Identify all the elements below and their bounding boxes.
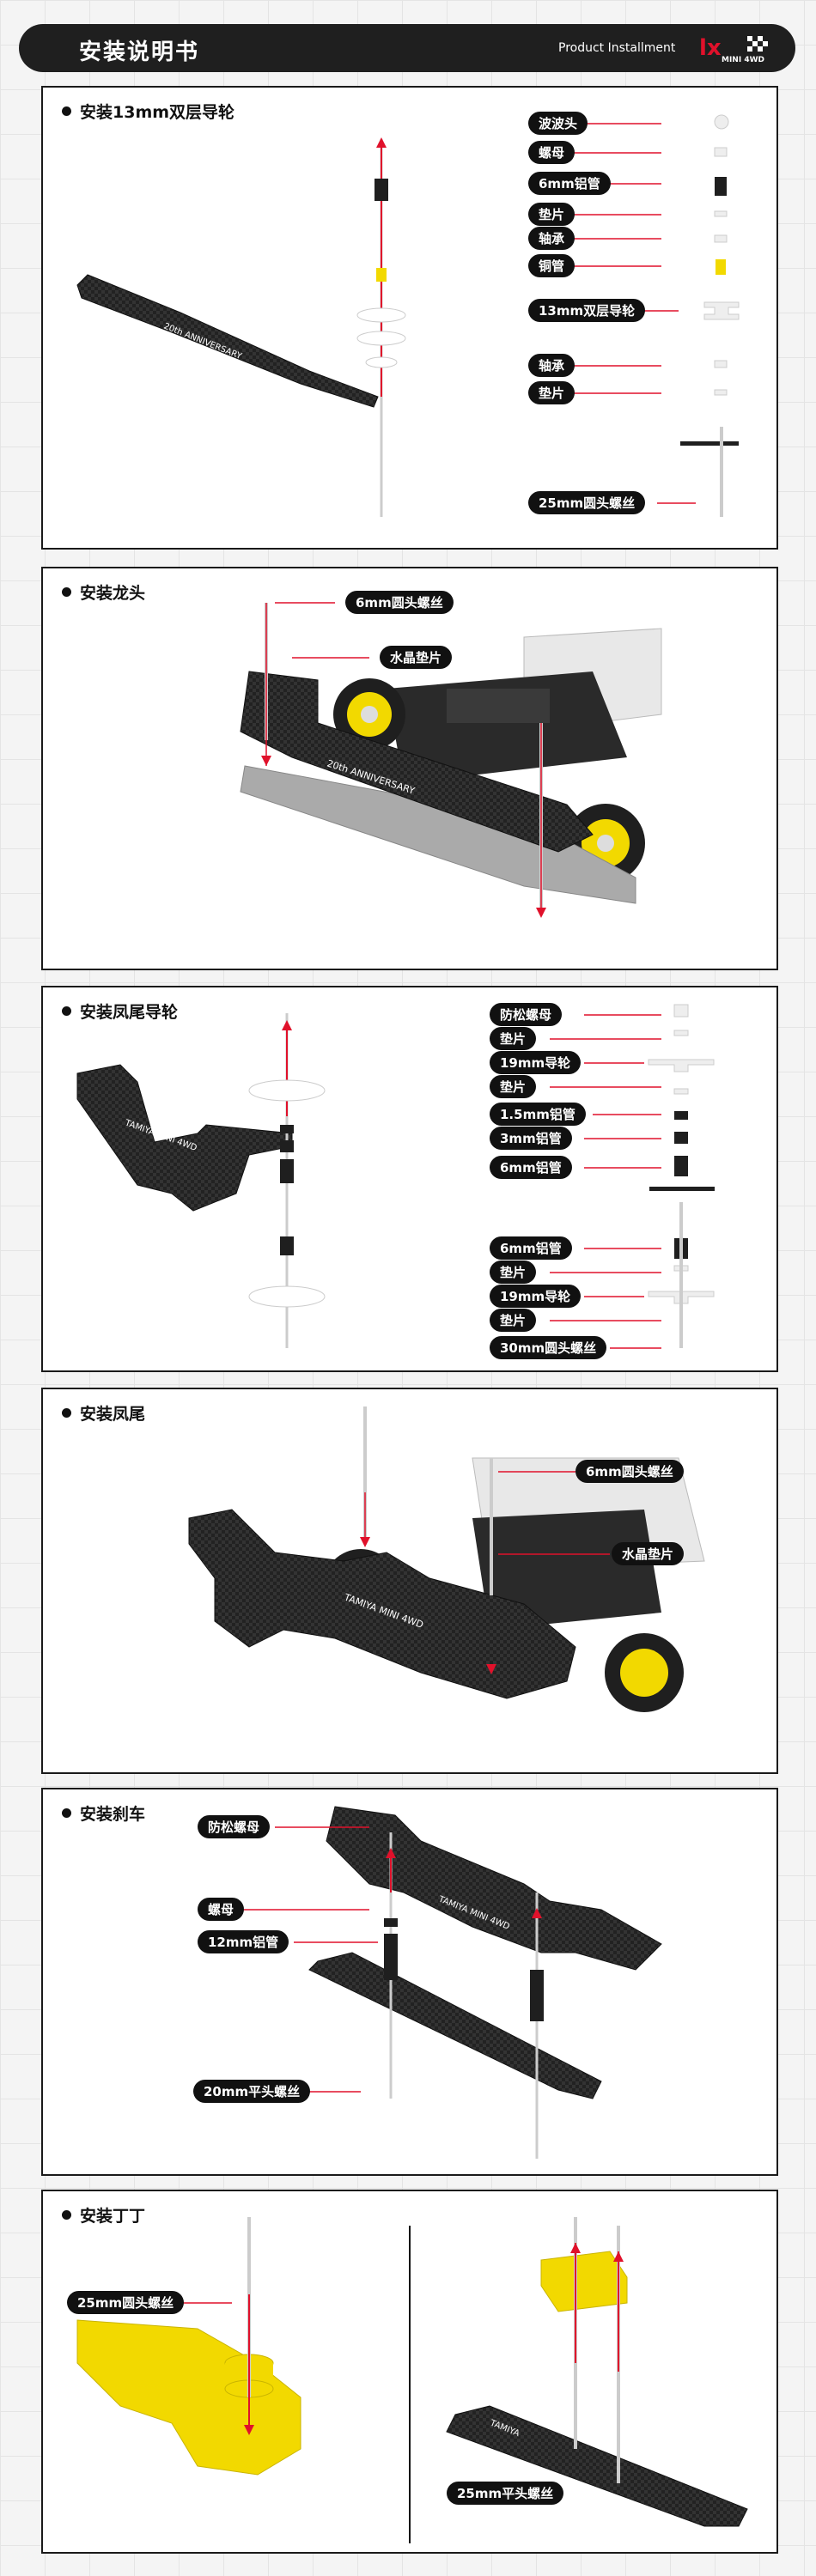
part-label: 垫片 — [490, 1261, 537, 1284]
part-label: 30mm圆头螺丝 — [490, 1336, 607, 1359]
part-label: 19mm导轮 — [490, 1051, 582, 1074]
part-label: 垫片 — [528, 203, 575, 226]
section-title: 安装13mm双层导轮 — [80, 103, 235, 122]
part-label: 垫片 — [490, 1027, 537, 1050]
part-label: 12mm铝管 — [198, 1930, 289, 1953]
part-label: 螺母 — [198, 1898, 245, 1921]
part-label: 6mm圆头螺丝 — [345, 591, 454, 614]
bullet-dot — [62, 106, 71, 116]
part-label: 3mm铝管 — [490, 1127, 572, 1150]
divider-line — [409, 2226, 411, 2543]
part-label: 水晶垫片 — [612, 1542, 685, 1565]
part-label: 垫片 — [490, 1309, 537, 1332]
section-brake: 安装刹车 TAMIYA MINI 4WD 防松螺母 螺母 12mm铝管 20mm… — [41, 1788, 778, 2176]
section-13mm-guide-roller: 安装13mm双层导轮 20th ANNIVERSARY — [41, 86, 778, 550]
bullet-dot — [62, 1006, 71, 1016]
page-header: 安装说明书 Product Installment lx MINI 4WD — [19, 24, 795, 72]
section-title: 安装龙头 — [80, 584, 146, 603]
bullet-dot — [62, 587, 71, 597]
section-rear-roller: 安装凤尾导轮 TAMIYA MINI 4WD — [41, 986, 778, 1372]
copper-tube — [376, 268, 387, 282]
part-label: 螺母 — [528, 141, 575, 164]
section-stopper: 安装丁丁 TAMIYA 25mm圆头螺丝 25mm平头螺丝 — [41, 2190, 778, 2554]
part-label: 20mm平头螺丝 — [193, 2080, 311, 2103]
aluminium-tube-6mm — [375, 179, 388, 201]
page-title: 安装说明书 — [79, 39, 200, 65]
svg-text:MINI 4WD: MINI 4WD — [722, 56, 764, 64]
part-label: 6mm圆头螺丝 — [575, 1460, 684, 1483]
parts-column — [680, 114, 740, 517]
section-title: 安装丁丁 — [80, 2207, 146, 2226]
page-subtitle: Product Installment — [558, 41, 676, 55]
part-label: 6mm铝管 — [490, 1156, 572, 1179]
part-label: 6mm铝管 — [490, 1236, 572, 1260]
car-diagram: 20th ANNIVERSARY — [240, 602, 662, 918]
bullet-dot — [62, 1808, 71, 1818]
section-front-bumper: 安装龙头 20th ANNIVERSARY 6mm圆头螺丝 水晶垫片 — [41, 567, 778, 970]
part-label: 垫片 — [528, 381, 575, 404]
car-diagram: TAMIYA MINI 4WD — [188, 1406, 705, 1712]
part-label: 防松螺母 — [490, 1003, 563, 1026]
part-label: 轴承 — [528, 354, 575, 377]
svg-text:lx: lx — [699, 35, 722, 61]
section-title: 安装刹车 — [80, 1805, 146, 1824]
bullet-dot — [62, 1408, 71, 1418]
section-title: 安装凤尾导轮 — [80, 1003, 179, 1022]
part-label: 25mm圆头螺丝 — [528, 491, 646, 514]
section-rear-bumper: 安装凤尾 TAMIYA MINI 4WD 6mm圆头螺丝 水晶垫片 — [41, 1388, 778, 1774]
part-label: 水晶垫片 — [380, 646, 453, 669]
part-label: 防松螺母 — [198, 1815, 271, 1838]
part-label: 轴承 — [528, 227, 575, 250]
exploded-diagram: TAMIYA — [76, 2217, 748, 2527]
part-label: 1.5mm铝管 — [490, 1103, 586, 1126]
part-label: 19mm导轮 — [490, 1285, 582, 1308]
part-label: 铜管 — [528, 254, 575, 277]
part-label: 垫片 — [490, 1075, 537, 1098]
parts-column — [648, 1004, 715, 1348]
bullet-dot — [62, 2210, 71, 2220]
part-label: 6mm铝管 — [528, 172, 611, 195]
part-label: 波波头 — [528, 112, 588, 135]
part-label: 25mm平头螺丝 — [447, 2482, 564, 2505]
section-title: 安装凤尾 — [80, 1405, 146, 1424]
exploded-diagram: TAMIYA MINI 4WD — [242, 1806, 662, 2159]
brand-logo: lx MINI 4WD — [699, 35, 768, 64]
part-label: 25mm圆头螺丝 — [67, 2291, 185, 2314]
exploded-diagram: 20th ANNIVERSARY — [76, 114, 740, 517]
exploded-diagram: TAMIYA MINI 4WD — [76, 1004, 715, 1349]
part-label: 13mm双层导轮 — [528, 299, 646, 322]
